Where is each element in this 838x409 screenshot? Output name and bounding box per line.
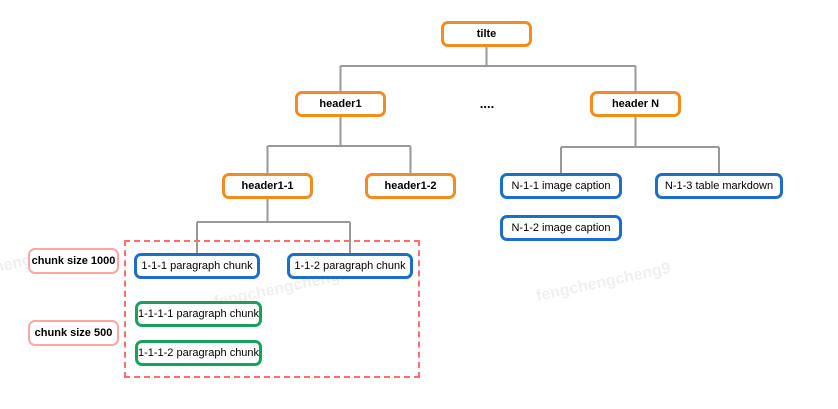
label-chunk-size-1000: chunk size 1000 xyxy=(28,248,119,274)
node-1-1-1-2-paragraph-chunk: 1-1-1-2 paragraph chunk xyxy=(135,340,262,366)
node-1-1-1-paragraph-chunk: 1-1-1 paragraph chunk xyxy=(134,253,260,279)
node-1-1-1-1-paragraph-chunk: 1-1-1-1 paragraph chunk xyxy=(135,301,262,327)
node-n-1-2-image-caption: N-1-2 image caption xyxy=(500,215,622,241)
node-1-1-2-paragraph-chunk: 1-1-2 paragraph chunk xyxy=(287,253,413,279)
node-n-1-1-image-caption: N-1-1 image caption xyxy=(500,173,622,199)
label-chunk-size-500: chunk size 500 xyxy=(28,320,119,346)
node-header-n: header N xyxy=(590,91,681,117)
chunk-region-dashed-box xyxy=(124,240,420,378)
node-n-1-3-table-markdown: N-1-3 table markdown xyxy=(655,173,783,199)
node-header1-1: header1-1 xyxy=(222,173,313,199)
node-header1-2: header1-2 xyxy=(365,173,456,199)
node-header1: header1 xyxy=(295,91,386,117)
ellipsis-more-headers: .... xyxy=(479,96,495,111)
node-title: tilte xyxy=(441,21,532,47)
